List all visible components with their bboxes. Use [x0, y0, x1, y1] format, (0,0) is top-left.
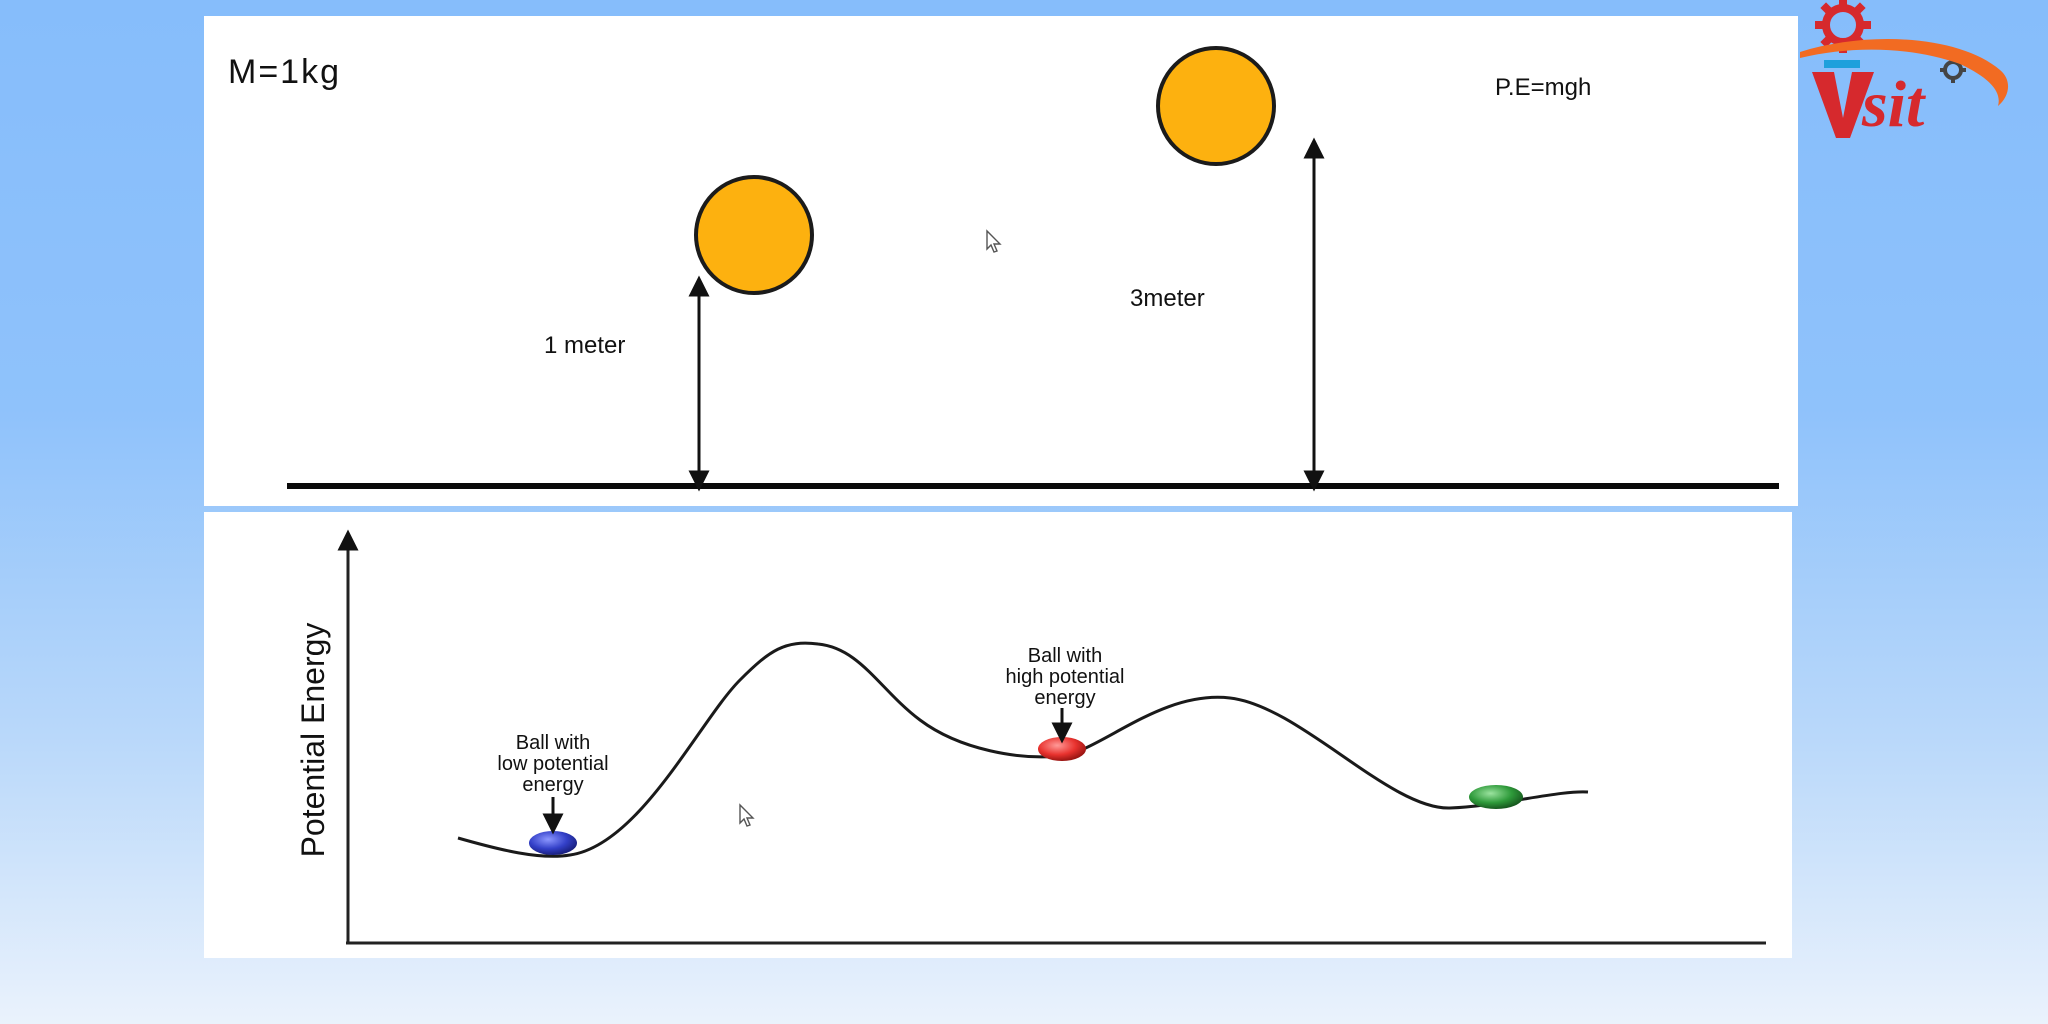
- height-label-low: 1 meter: [544, 332, 625, 359]
- bottom-panel-background: [204, 512, 1792, 958]
- label-high-line-1: Ball with: [1028, 645, 1102, 667]
- ball-low: [694, 175, 814, 295]
- ball-green: [1469, 785, 1523, 809]
- potential-energy-curve: [457, 641, 1589, 858]
- ball-low-potential: [529, 831, 577, 855]
- height-label-high: 3meter: [1130, 285, 1205, 312]
- top-panel: M=1kg P.E=mgh 1 meter 3meter: [204, 16, 1798, 506]
- logo-bar: [1824, 60, 1860, 68]
- formula-label: P.E=mgh: [1495, 74, 1591, 101]
- logo-text: sit: [1861, 68, 1926, 141]
- label-high-line-3: energy: [1034, 687, 1095, 709]
- ball-high: [1156, 46, 1276, 166]
- label-high-potential: Ball with high potential energy: [1006, 645, 1125, 709]
- logo-v: [1812, 72, 1874, 138]
- vsit-logo: sit: [1800, 0, 2009, 141]
- y-axis-label: Potential Energy: [295, 623, 331, 858]
- label-high-line-2: high potential: [1006, 666, 1125, 688]
- top-panel-background: [204, 16, 1798, 506]
- label-low-line-3: energy: [522, 774, 583, 796]
- bottom-panel: Potential Energy Ball with low potential…: [204, 512, 1792, 958]
- logo-swoosh: [1800, 39, 2009, 106]
- label-low-potential: Ball with low potential energy: [497, 732, 608, 796]
- label-low-line-1: Ball with: [516, 732, 590, 754]
- cursor-arrow-icon: [986, 229, 1002, 253]
- label-low-line-2: low potential: [497, 753, 608, 775]
- ball-high-potential: [1038, 737, 1086, 761]
- mass-label: M=1kg: [228, 53, 341, 91]
- cursor-arrow-icon: [739, 803, 755, 827]
- ground-line: [287, 483, 1779, 489]
